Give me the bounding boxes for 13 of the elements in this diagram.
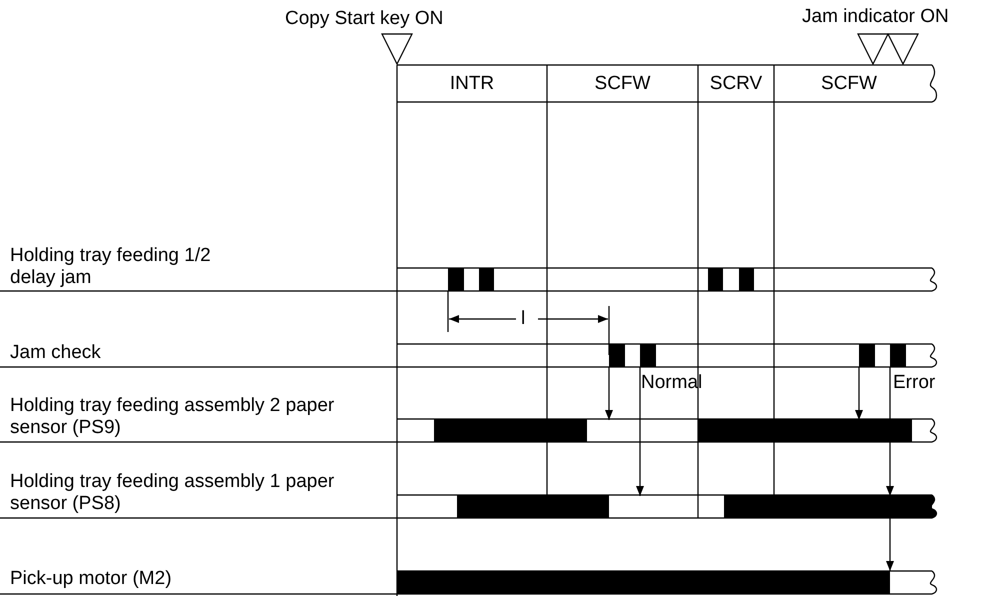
event-label: Jam indicator ON <box>802 6 949 28</box>
result-label: Error <box>893 372 936 394</box>
signal-label: Pick-up motor (M2) <box>10 568 172 590</box>
signal-label: Holding tray feeding assembly 1 paper sensor (PS8) <box>10 471 336 515</box>
phase-label: INTR <box>448 73 496 95</box>
signal-label: Holding tray feeding 1/2 delay jam <box>10 245 212 289</box>
signal-label: Jam check <box>10 342 101 364</box>
dimension-label: l <box>521 308 526 330</box>
signal-label: Holding tray feeding assembly 2 paper sensor (PS9) <box>10 395 336 439</box>
phase-label: SCFW <box>820 73 878 95</box>
phase-label: SCRV <box>708 73 764 95</box>
event-label: Copy Start key ON <box>285 8 444 30</box>
phase-label: SCFW <box>594 73 652 95</box>
